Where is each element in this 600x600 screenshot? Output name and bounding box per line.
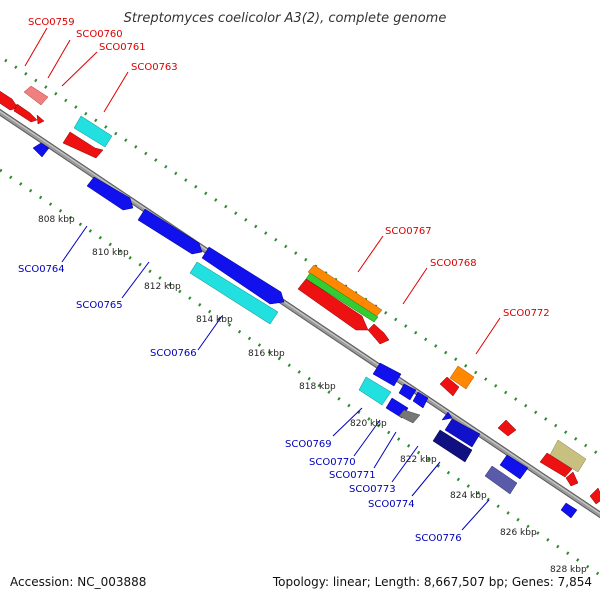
gene-arrow[interactable] — [358, 376, 392, 406]
gene-label-sco0769[interactable]: SCO0769 — [285, 439, 332, 450]
scale-ticks: 808 kbp 810 kbp 812 kbp 814 kbp 816 kbp … — [38, 215, 587, 575]
gene-arrow[interactable] — [297, 278, 369, 331]
gene-arrow[interactable] — [549, 439, 587, 473]
gene-arrow[interactable] — [398, 383, 417, 401]
tick-label: 822 kbp — [400, 455, 437, 465]
tick-label: 824 kbp — [450, 491, 487, 501]
gene-arrow[interactable] — [62, 131, 104, 159]
gene-arrow[interactable] — [86, 176, 134, 211]
gene-arrow[interactable] — [565, 471, 579, 487]
gene-arrow[interactable] — [23, 85, 49, 106]
gene-arrow[interactable] — [201, 246, 285, 305]
map-title: Streptomyces coelicolor A3(2), complete … — [124, 11, 447, 26]
bottom-track-guide — [0, 168, 600, 577]
gene-arrow[interactable] — [0, 88, 19, 111]
topology-summary: Topology: linear; Length: 8,667,507 bp; … — [272, 575, 592, 589]
tick-label: 820 kbp — [350, 419, 387, 429]
gene-arrow[interactable] — [497, 419, 517, 437]
accession-text: Accession: NC_003888 — [10, 575, 146, 589]
gene-label-sco0776[interactable]: SCO0776 — [415, 533, 462, 544]
gene-label-sco0766[interactable]: SCO0766 — [150, 348, 197, 359]
gene-label-sco0760[interactable]: SCO0760 — [76, 29, 123, 40]
gene-arrow[interactable] — [398, 409, 421, 424]
gene-label-sco0773[interactable]: SCO0773 — [349, 484, 396, 495]
gene-arrow[interactable] — [73, 115, 113, 148]
tick-label: 810 kbp — [92, 248, 129, 258]
tick-label: 812 kbp — [144, 282, 181, 292]
tick-label: 818 kbp — [299, 382, 336, 392]
gene-arrow[interactable] — [484, 465, 518, 495]
gene-arrow[interactable] — [32, 142, 50, 158]
gene-arrow[interactable] — [305, 272, 379, 323]
tick-label: 828 kbp — [550, 565, 587, 575]
gene-label-sco0759[interactable]: SCO0759 — [28, 17, 75, 28]
forward-gene-labels: SCO0759 SCO0760 SCO0761 SCO0763 SCO0767 … — [28, 17, 550, 319]
gene-arrow[interactable] — [539, 452, 573, 478]
tick-label: 816 kbp — [248, 349, 285, 359]
gene-arrow[interactable] — [36, 114, 45, 125]
gene-label-sco0774[interactable]: SCO0774 — [368, 499, 415, 510]
gene-label-sco0763[interactable]: SCO0763 — [131, 62, 178, 73]
gene-arrow[interactable] — [13, 103, 38, 123]
gene-label-sco0768[interactable]: SCO0768 — [430, 258, 477, 269]
gene-arrow[interactable] — [560, 502, 578, 519]
reverse-gene-labels: SCO0764 SCO0765 SCO0766 SCO0769 SCO0770 … — [18, 264, 462, 544]
gene-arrow[interactable] — [499, 454, 529, 480]
gene-arrow[interactable] — [449, 365, 475, 390]
gene-arrow[interactable] — [137, 208, 203, 255]
label-leaders — [24, 27, 501, 531]
gene-arrow[interactable] — [189, 261, 279, 325]
gene-label-sco0772[interactable]: SCO0772 — [503, 308, 550, 319]
gene-arrow[interactable] — [432, 429, 473, 463]
gene-arrow[interactable] — [589, 487, 600, 505]
gene-label-sco0765[interactable]: SCO0765 — [76, 300, 123, 311]
tick-label: 826 kbp — [500, 528, 537, 538]
gene-label-sco0764[interactable]: SCO0764 — [18, 264, 65, 275]
gene-arrow[interactable] — [439, 376, 460, 397]
reverse-strand-genes — [32, 142, 578, 519]
gene-label-sco0770[interactable]: SCO0770 — [309, 457, 356, 468]
forward-strand-genes — [0, 85, 600, 505]
tick-label: 814 kbp — [196, 315, 233, 325]
gene-label-sco0761[interactable]: SCO0761 — [99, 42, 146, 53]
gene-arrow[interactable] — [412, 391, 429, 409]
gene-arrow[interactable] — [372, 362, 402, 387]
genome-backbone — [0, 108, 600, 519]
tick-label: 808 kbp — [38, 215, 75, 225]
gene-arrow[interactable] — [444, 418, 481, 448]
gene-label-sco0771[interactable]: SCO0771 — [329, 470, 376, 481]
gene-arrow[interactable] — [441, 411, 453, 421]
gene-arrow[interactable] — [367, 323, 390, 345]
gene-label-sco0767[interactable]: SCO0767 — [385, 226, 432, 237]
track-guides — [0, 58, 600, 577]
